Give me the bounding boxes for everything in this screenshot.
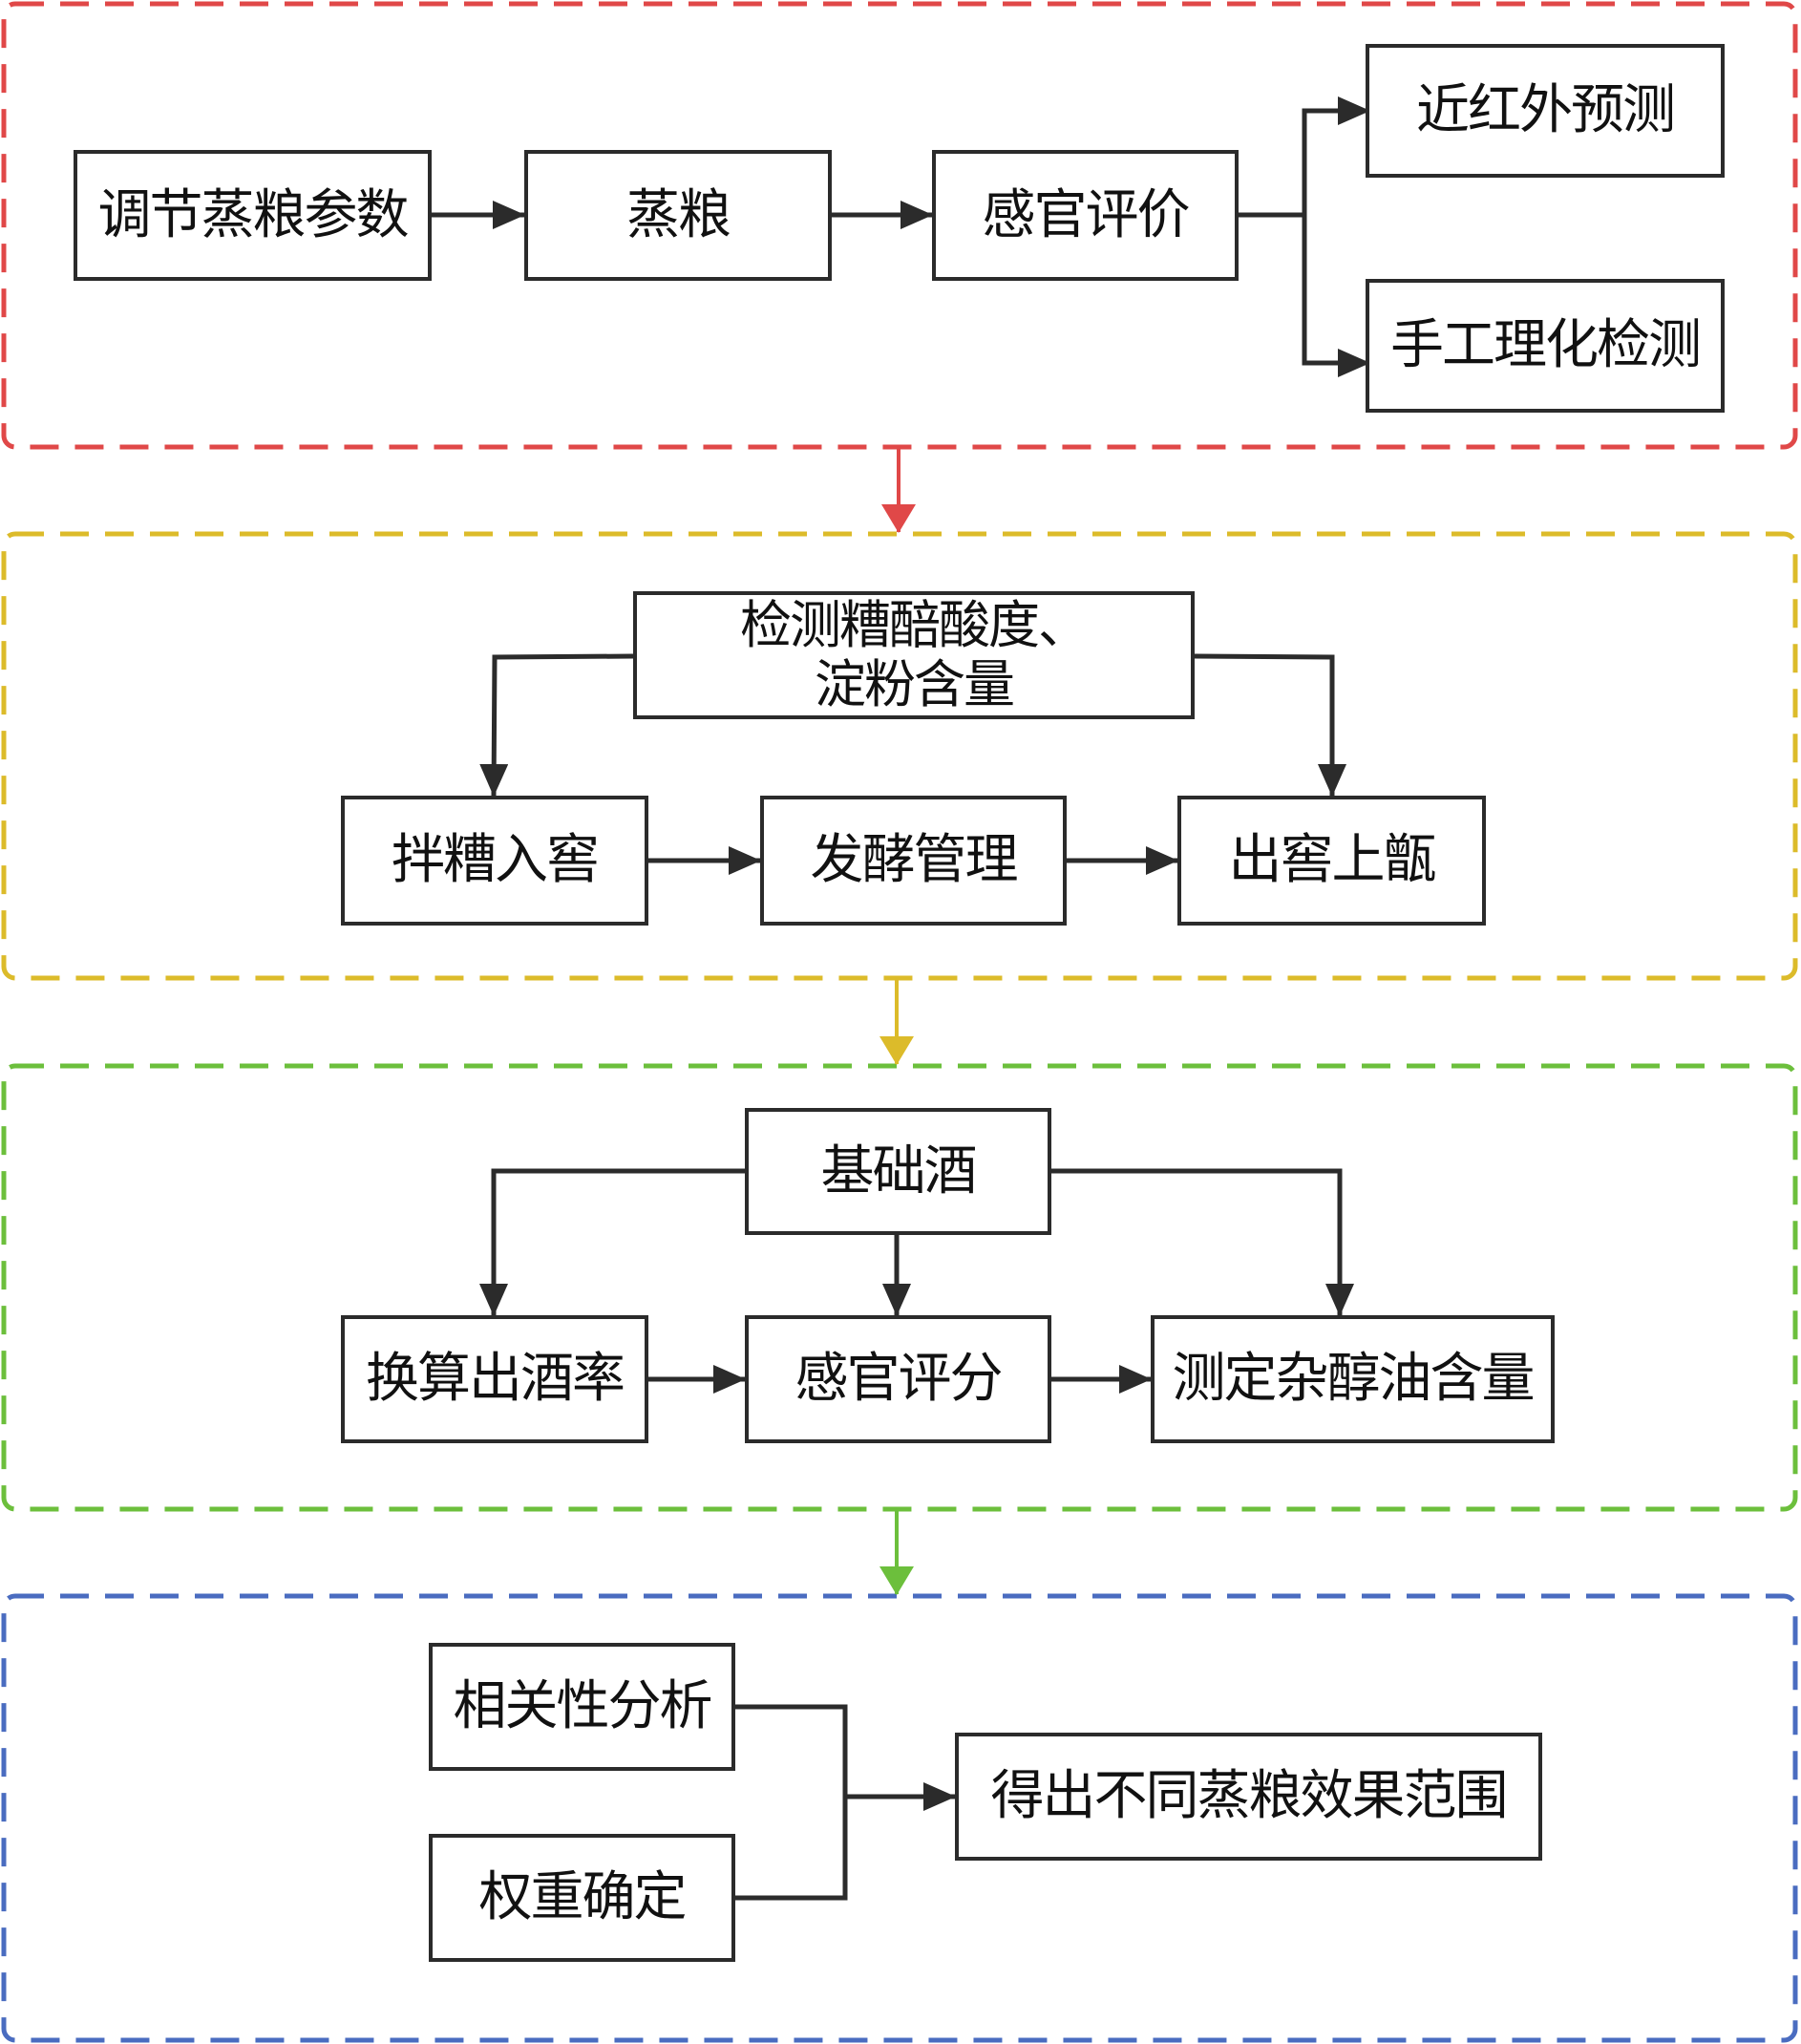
node-result: 得出不同蒸粮效果范围 bbox=[955, 1733, 1542, 1861]
edge-base-to-fusel bbox=[1051, 1168, 1354, 1316]
node-sensory-score: 感官评分 bbox=[745, 1315, 1051, 1443]
edge-detect-to-mix bbox=[479, 653, 634, 797]
node-ferment-mgmt: 发酵管理 bbox=[760, 796, 1067, 926]
node-label: 蒸粮 bbox=[626, 183, 731, 246]
node-nir-predict: 近红外预测 bbox=[1366, 44, 1725, 178]
section-frame-analysis bbox=[1, 1593, 1798, 2043]
edge-correlation-junction bbox=[735, 1704, 848, 1901]
node-label: 测定杂醇油含量 bbox=[1172, 1348, 1536, 1410]
node-weight: 权重确定 bbox=[429, 1834, 735, 1962]
node-label: 出窖上甑 bbox=[1228, 829, 1437, 891]
node-label: 调节蒸粮参数 bbox=[97, 183, 410, 246]
section-frame-fermentation bbox=[1, 531, 1798, 981]
edge-sensory-to-manual bbox=[1302, 215, 1370, 377]
node-yield-calc: 换算出酒率 bbox=[341, 1315, 648, 1443]
node-manual-test: 手工理化检测 bbox=[1366, 279, 1725, 413]
node-sensory-eval: 感官评价 bbox=[932, 150, 1239, 281]
node-label: 检测糟醅酸度、 淀粉含量 bbox=[740, 595, 1090, 714]
node-label: 感官评分 bbox=[795, 1348, 1004, 1410]
node-label: 手工理化检测 bbox=[1390, 314, 1702, 376]
node-label: 基础酒 bbox=[820, 1139, 978, 1203]
node-mix-cellar: 拌糟入窖 bbox=[341, 796, 648, 926]
node-label: 感官评价 bbox=[982, 183, 1191, 246]
node-out-cellar: 出窖上甑 bbox=[1177, 796, 1486, 926]
edge-base-to-yield bbox=[479, 1168, 745, 1316]
node-label: 换算出酒率 bbox=[366, 1348, 625, 1410]
edge-sensory-to-nir bbox=[1239, 96, 1370, 218]
node-label: 相关性分析 bbox=[453, 1675, 713, 1737]
node-detect-acidity: 检测糟醅酸度、 淀粉含量 bbox=[633, 591, 1195, 719]
node-label: 得出不同蒸粮效果范围 bbox=[990, 1765, 1509, 1827]
node-base-liquor: 基础酒 bbox=[745, 1108, 1051, 1235]
section-frame-steaming bbox=[1, 1, 1798, 450]
node-label: 发酵管理 bbox=[810, 829, 1019, 891]
node-correlation: 相关性分析 bbox=[429, 1643, 735, 1771]
node-fusel-oil: 测定杂醇油含量 bbox=[1151, 1315, 1555, 1443]
node-label: 权重确定 bbox=[478, 1866, 688, 1928]
node-steam-grain: 蒸粮 bbox=[524, 150, 832, 281]
node-adjust-params: 调节蒸粮参数 bbox=[74, 150, 432, 281]
node-label: 近红外预测 bbox=[1416, 79, 1676, 141]
node-label: 拌糟入窖 bbox=[392, 829, 600, 891]
section-frame-base-liquor bbox=[1, 1063, 1798, 1512]
edge-detect-to-out bbox=[1194, 653, 1346, 797]
